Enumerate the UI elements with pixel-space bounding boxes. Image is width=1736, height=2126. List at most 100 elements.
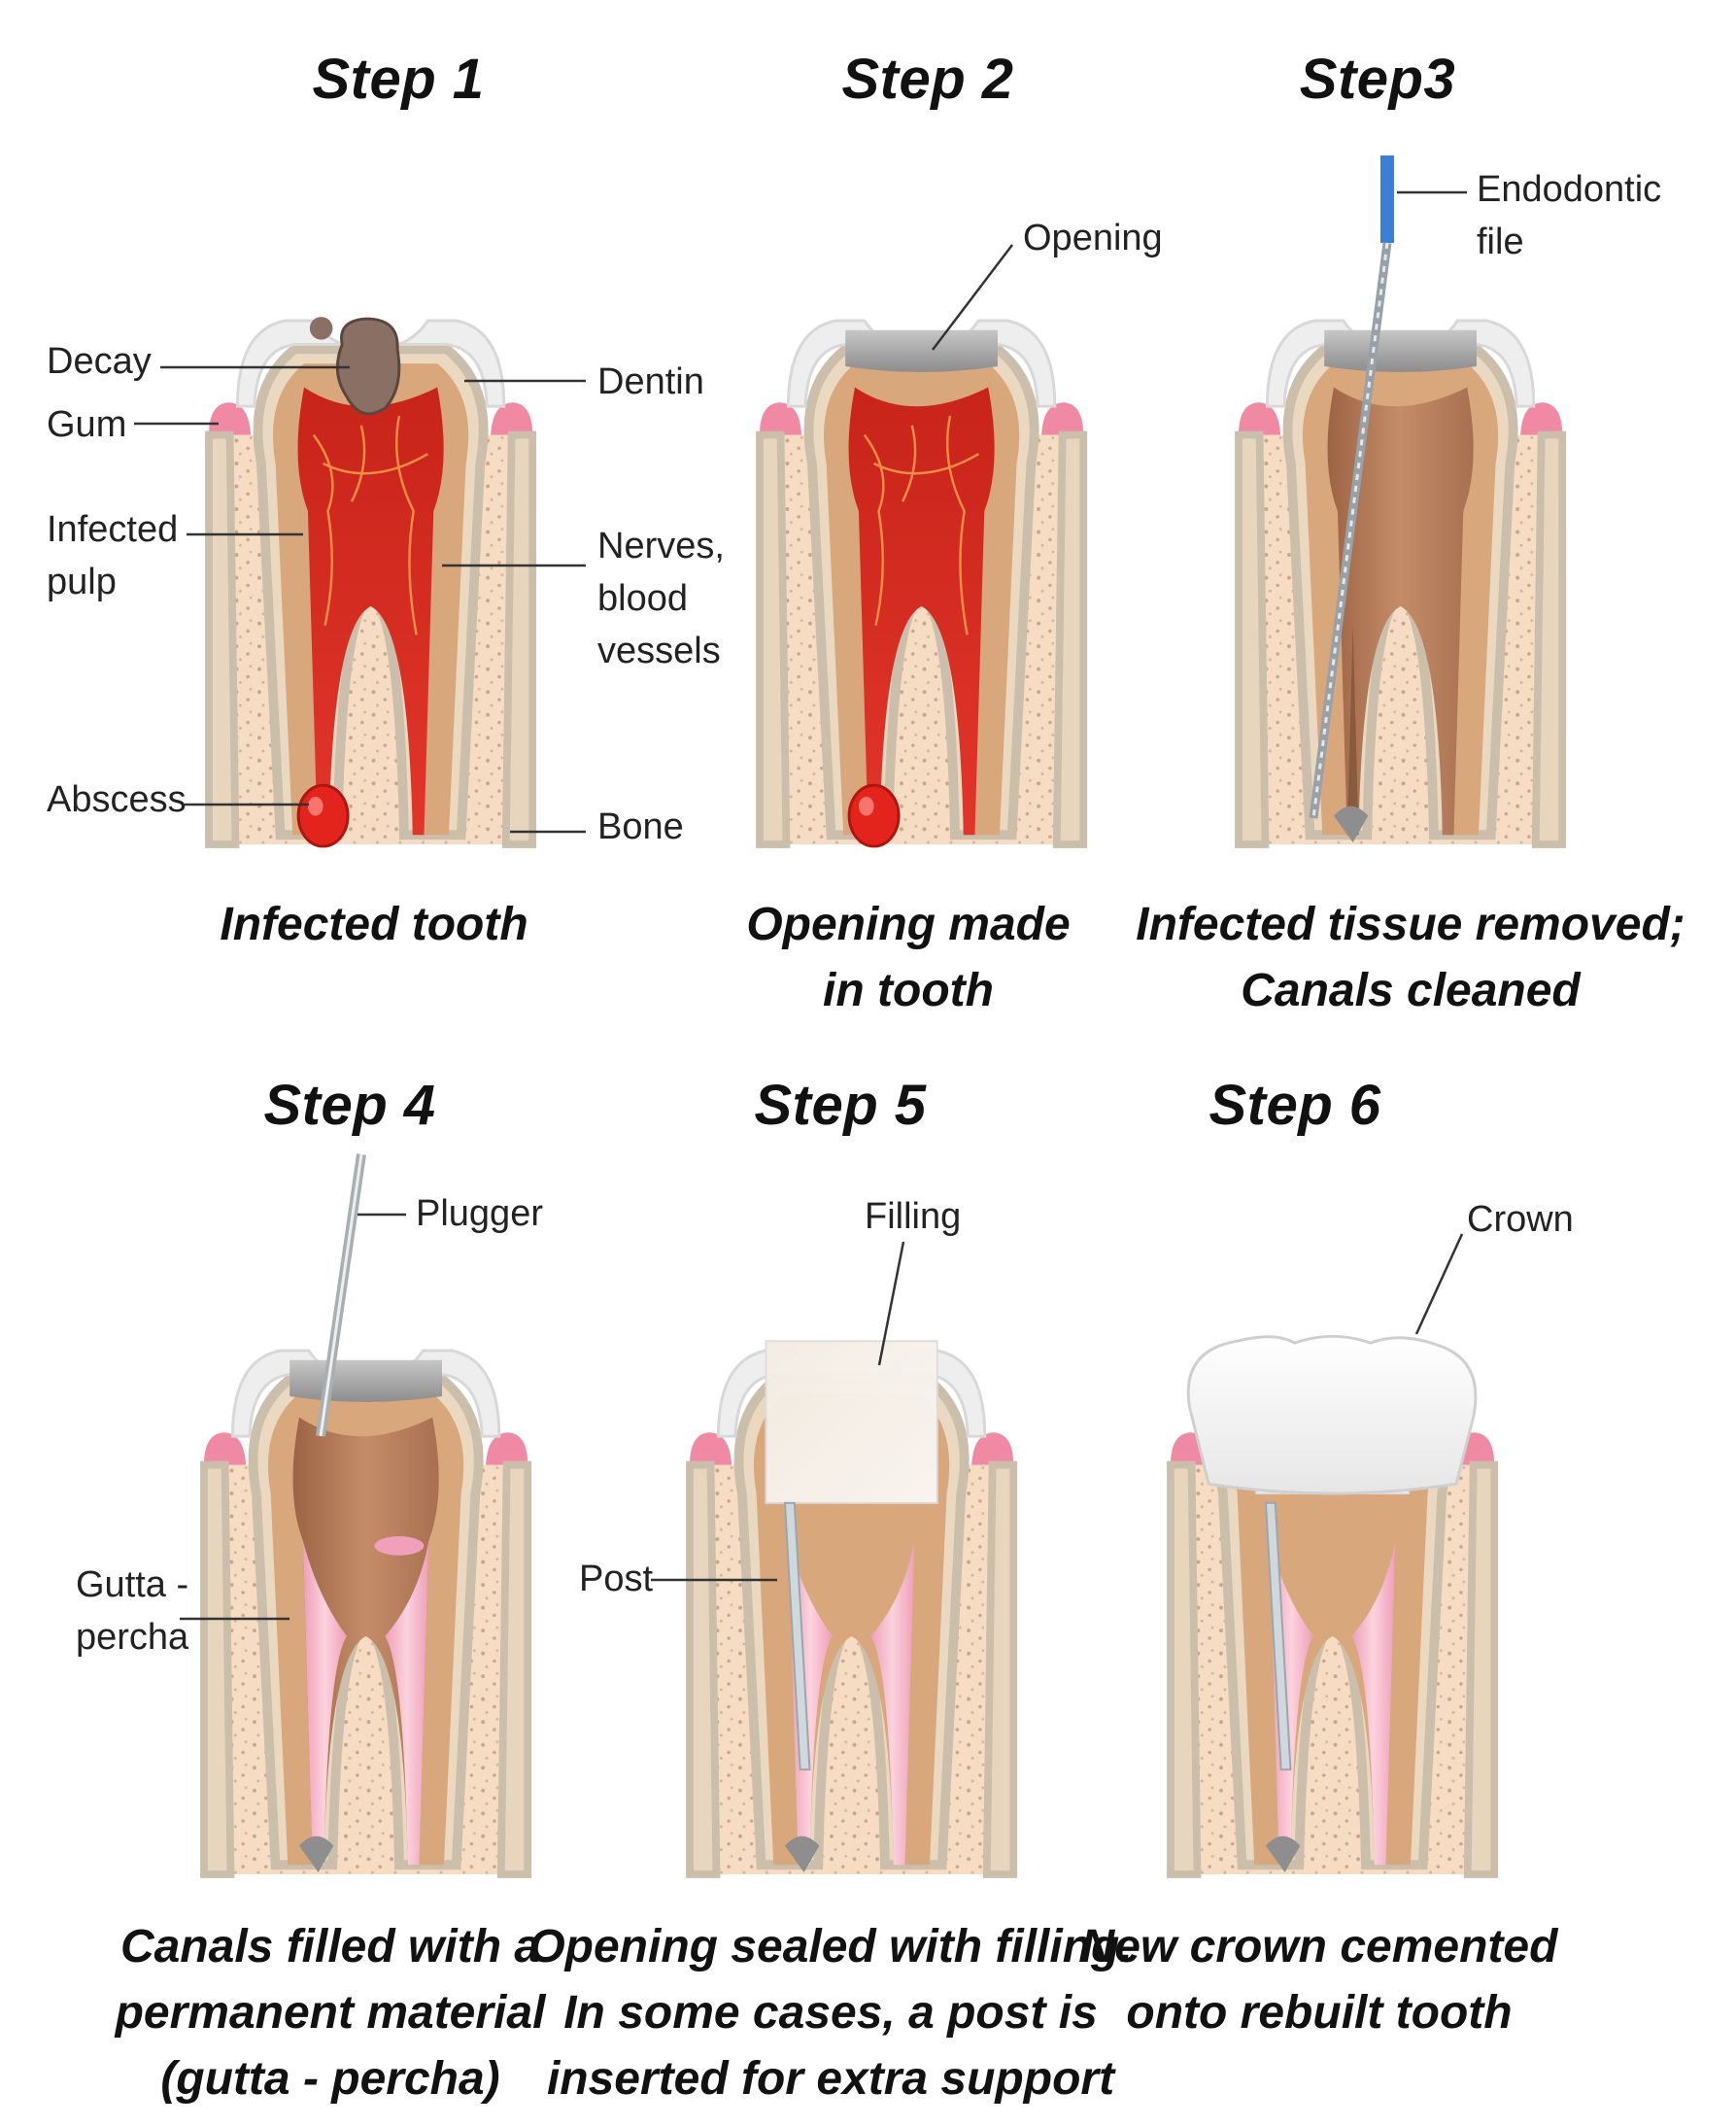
apex-plug	[299, 1835, 334, 1873]
crown	[1186, 1334, 1478, 1495]
canal-left	[1346, 625, 1359, 836]
label-bone: Bone	[597, 806, 684, 847]
gum-right	[1520, 402, 1563, 435]
caption-line: Infected tissue removed;	[1136, 899, 1685, 950]
apex-plug	[785, 1835, 820, 1873]
label-infected-pulp: Infected pulp	[47, 503, 178, 608]
label-post: Post	[579, 1559, 654, 1599]
plugger-highlight	[319, 1153, 363, 1437]
label-line: vessels	[597, 631, 721, 671]
step-1-title: Step 1	[312, 48, 485, 111]
label-gutta-percha: Gutta - percha	[76, 1559, 188, 1663]
endodontic-file-thread	[1311, 242, 1389, 819]
label-opening: Opening	[1023, 218, 1163, 258]
neighbor-tooth-left	[200, 1460, 235, 1878]
label-dentin: Dentin	[597, 361, 704, 402]
gum-right	[491, 402, 533, 435]
gum-right	[486, 1432, 528, 1465]
filling	[765, 1340, 938, 1504]
gum-left	[760, 402, 802, 435]
label-line: Infected	[47, 509, 179, 550]
step-6-title: Step 6	[1208, 1074, 1381, 1137]
label-crown: Crown	[1467, 1199, 1574, 1240]
tooth-illustration-2	[756, 319, 1088, 848]
caption-line: Canals cleaned	[1241, 965, 1581, 1016]
label-line: pulp	[47, 562, 117, 602]
caption-line: (gutta - percha)	[160, 2053, 500, 2105]
decay	[335, 317, 401, 416]
step-3-caption: Infected tissue removed; Canals cleaned	[1136, 892, 1685, 1024]
label-endodontic-file: Endodontic file	[1477, 163, 1661, 268]
label-line: Gutta -	[76, 1564, 189, 1605]
decay-fragment	[309, 317, 333, 340]
gum-left	[1239, 402, 1281, 435]
step-4-caption: Canals filled with a permanent material …	[116, 1914, 546, 2112]
instruments	[316, 155, 1394, 1437]
post	[1264, 1501, 1292, 1771]
gutta-percha-right	[1351, 1541, 1396, 1866]
label-plugger: Plugger	[416, 1193, 543, 1234]
label-filling: Filling	[865, 1196, 962, 1237]
step-2-title: Step 2	[841, 48, 1014, 111]
step-2-caption: Opening made in tooth	[746, 892, 1070, 1024]
neighbor-tooth-left	[1235, 430, 1270, 848]
apex-plug	[1266, 1835, 1301, 1873]
opening	[845, 329, 998, 372]
post	[783, 1501, 811, 1771]
neighbor-tooth-right	[1463, 1460, 1499, 1878]
caption-line: Infected tooth	[220, 899, 528, 950]
label-line: blood	[597, 578, 688, 619]
nerves-blood-vessels	[863, 415, 980, 635]
neighbor-tooth-left	[756, 430, 791, 848]
caption-line: New crown cemented	[1080, 1921, 1558, 1972]
gum-left	[204, 1432, 247, 1465]
gum-right	[1041, 402, 1084, 435]
leader-crown	[1414, 1233, 1464, 1335]
pulp	[1327, 387, 1474, 836]
label-abscess: Abscess	[47, 779, 187, 820]
nerves-blood-vessels	[312, 415, 429, 635]
endodontic-file-handle	[1380, 155, 1394, 243]
label-gum: Gum	[47, 404, 127, 445]
gutta-percha-left	[302, 1541, 347, 1866]
caption-line: In some cases, a post is	[563, 1987, 1098, 2039]
step-5-title: Step 5	[754, 1074, 927, 1137]
opening	[289, 1359, 442, 1402]
label-line: Endodontic	[1477, 169, 1662, 210]
caption-line: Opening made	[746, 899, 1071, 950]
pulp	[292, 1417, 439, 1866]
abscess	[847, 783, 901, 848]
tooth-illustration-4	[200, 1349, 532, 1878]
caption-line: inserted for extra support	[546, 2053, 1115, 2105]
neighbor-tooth-right	[1052, 430, 1088, 848]
opening	[1324, 329, 1477, 372]
abscess-highlight	[307, 797, 323, 816]
neighbor-tooth-right	[501, 430, 537, 848]
gum-right	[971, 1432, 1014, 1465]
tooth-illustration-3	[1235, 319, 1567, 848]
label-decay: Decay	[47, 341, 152, 382]
caption-line: permanent material	[115, 1987, 546, 2039]
label-line: percha	[76, 1617, 189, 1658]
pulp	[778, 1417, 925, 1866]
neighbor-tooth-left	[1167, 1460, 1202, 1878]
step-3-title: Step3	[1299, 48, 1456, 111]
step-4-title: Step 4	[263, 1074, 436, 1137]
gum-left	[690, 1432, 732, 1465]
label-line: Nerves,	[597, 526, 725, 566]
gutta-percha-right	[870, 1541, 915, 1866]
caption-line: Canals filled with a	[119, 1921, 541, 1972]
gutta-percha-right	[385, 1541, 429, 1866]
leader-opening	[932, 244, 1013, 351]
abscess	[296, 783, 350, 848]
pulp	[1259, 1417, 1406, 1866]
step-5-caption: Opening sealed with filling. In some cas…	[528, 1914, 1132, 2112]
caption-line: Opening sealed with filling.	[528, 1921, 1133, 1972]
label-nerves: Nerves, blood vessels	[597, 520, 725, 677]
neighbor-tooth-right	[496, 1460, 532, 1878]
apex-plug	[1334, 806, 1369, 843]
tooth-illustration-5	[686, 1340, 1018, 1878]
label-line: file	[1477, 222, 1524, 262]
abscess-highlight	[858, 797, 874, 816]
